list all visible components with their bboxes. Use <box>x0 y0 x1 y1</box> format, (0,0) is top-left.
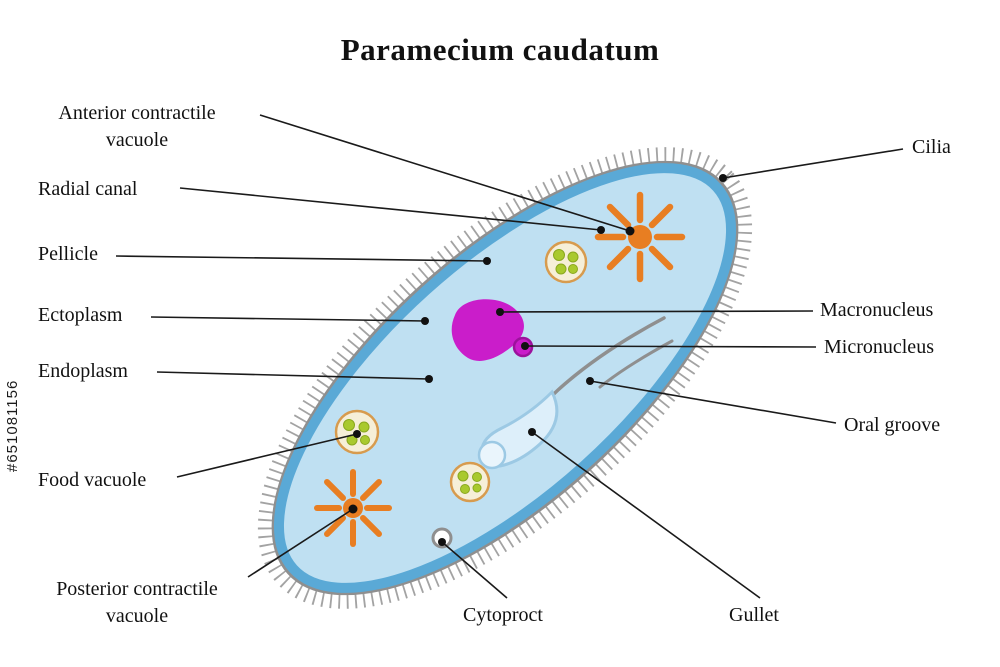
dot-ectoplasm <box>421 317 429 325</box>
dot-oral-groove <box>586 377 594 385</box>
leader-pellicle <box>115 255 488 262</box>
dot-endoplasm <box>425 375 433 383</box>
pellicle-membrane <box>271 160 739 596</box>
label-ectoplasm: Ectoplasm <box>38 304 123 326</box>
leader-macronucleus <box>499 310 814 313</box>
leader-cilia <box>722 148 904 179</box>
leader-anterior-contractile-vacuole <box>259 114 631 232</box>
label-anterior-contractile-vacuole: Anterior contractile vacuole <box>58 102 216 151</box>
leader-cytoproct <box>441 541 508 599</box>
dot-posterior-contractile-vacuole <box>348 504 358 514</box>
dot-pellicle <box>483 257 491 265</box>
leader-gullet <box>531 431 761 599</box>
dot-macronucleus <box>496 308 504 316</box>
ectoplasm-rim <box>273 163 737 593</box>
leader-food-vacuole <box>176 433 358 478</box>
label-endoplasm: Endoplasm <box>38 360 128 382</box>
posterior-contractile-vacuole-canals <box>314 469 392 547</box>
dot-food-vacuole <box>353 430 361 438</box>
food-vacuole-3 <box>449 461 491 503</box>
label-food-vacuole: Food vacuole <box>38 469 147 491</box>
label-posterior-contractile-vacuole: Posterior contractile vacuole <box>56 578 218 627</box>
leader-endoplasm <box>156 371 430 380</box>
cell-body-group <box>257 147 753 609</box>
label-pellicle: Pellicle <box>38 243 98 265</box>
leader-posterior-contractile-vacuole <box>247 508 354 578</box>
leader-dots <box>348 174 727 546</box>
dot-cytoproct <box>438 538 446 546</box>
label-oral-groove: Oral groove <box>844 414 941 436</box>
label-cilia: Cilia <box>912 136 951 158</box>
dot-micronucleus <box>521 342 529 350</box>
label-macronucleus: Macronucleus <box>820 299 934 321</box>
figure-title: Paramecium caudatum <box>340 32 660 67</box>
label-gullet: Gullet <box>729 604 779 626</box>
dot-gullet <box>528 428 536 436</box>
macronucleus-shape <box>451 299 524 361</box>
label-radial-canal: Radial canal <box>38 178 138 200</box>
leader-radial-canal <box>179 187 602 231</box>
leader-lines <box>115 114 904 599</box>
anterior-contractile-vacuole-canals <box>594 191 686 283</box>
dot-radial-canal <box>597 226 605 234</box>
food-vacuole-1 <box>544 240 588 284</box>
leader-ectoplasm <box>150 316 426 322</box>
gullet-vesicle <box>477 440 507 470</box>
leader-oral-groove <box>589 380 837 424</box>
dot-anterior-contractile-vacuole <box>625 226 635 236</box>
label-micronucleus: Micronucleus <box>824 336 934 358</box>
dot-cilia <box>719 174 727 182</box>
label-cytoproct: Cytoproct <box>463 604 543 626</box>
leader-micronucleus <box>524 345 817 348</box>
